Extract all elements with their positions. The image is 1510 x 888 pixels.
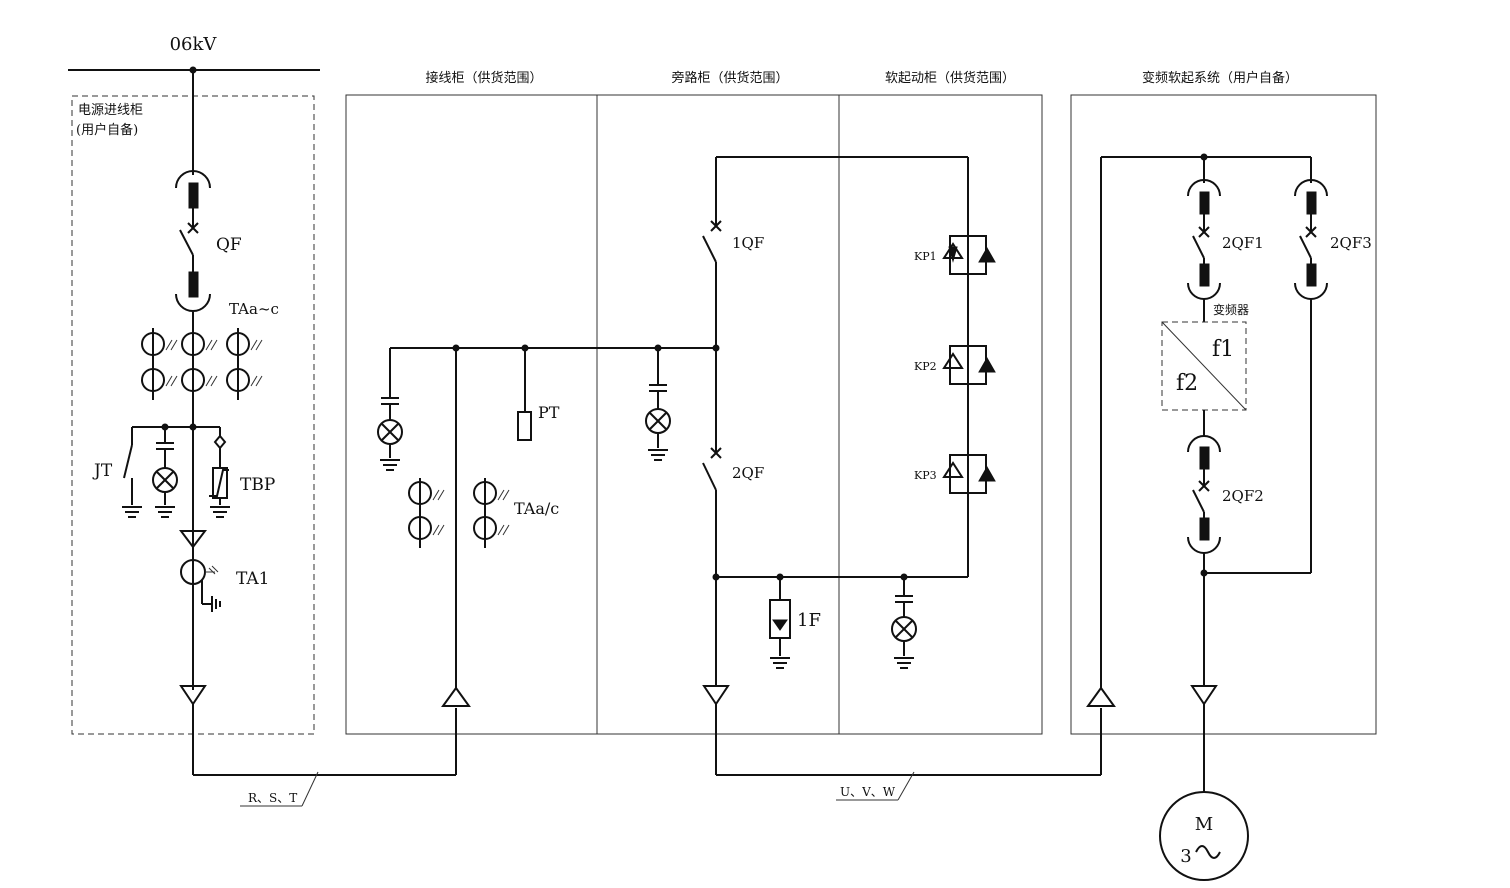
label-TAac: TAa~c: [229, 300, 279, 318]
terminal-bus: [377, 344, 720, 707]
motor-label-M: M: [1195, 814, 1213, 835]
bus-label: 06kV: [170, 34, 218, 55]
bypass-softstart-loop: [702, 156, 996, 775]
label-1QF: 1QF: [732, 234, 764, 252]
label-TAa-c: TAa/c: [514, 499, 559, 518]
vfd-system: [1086, 153, 1328, 881]
vfd-panel-frame: [1070, 94, 1377, 735]
softstart-panel-title: 软起动柜（供货范围）: [885, 70, 1015, 86]
vfd-panel-title: 变频软起系统（用户自备）: [1142, 70, 1298, 86]
incoming-panel-title: 电源进线柜: [78, 103, 143, 118]
center-panels-frame: [345, 94, 1043, 735]
label-1F: 1F: [797, 610, 821, 631]
incoming-feeder: [122, 70, 263, 775]
bypass-panel-title: 旁路柜（供货范围）: [671, 70, 788, 86]
label-2QF1: 2QF1: [1222, 234, 1264, 252]
label-JT: JT: [92, 461, 113, 481]
label-f1: f1: [1212, 337, 1234, 362]
terminal-panel-title: 接线柜（供货范围）: [425, 70, 542, 86]
label-KP2: KP2: [914, 360, 937, 373]
cable-rst: [193, 708, 457, 807]
label-QF: QF: [216, 235, 242, 255]
label-PT: PT: [538, 403, 560, 422]
label-KP1: KP1: [914, 250, 937, 263]
label-TBP: TBP: [240, 475, 275, 495]
label-f2: f2: [1176, 371, 1198, 396]
label-RST: R、S、T: [248, 791, 297, 805]
label-vfd: 变频器: [1213, 302, 1249, 317]
label-KP3: KP3: [914, 469, 937, 482]
motor-label-3: 3: [1180, 846, 1191, 867]
label-2QF3: 2QF3: [1330, 234, 1372, 252]
cable-uvw: [716, 708, 1102, 801]
incoming-panel-note: (用户自备): [76, 122, 138, 138]
label-2QF2: 2QF2: [1222, 487, 1264, 505]
label-2QF: 2QF: [732, 464, 764, 482]
label-UVW: U、V、W: [840, 785, 896, 799]
label-TA1: TA1: [236, 569, 270, 589]
